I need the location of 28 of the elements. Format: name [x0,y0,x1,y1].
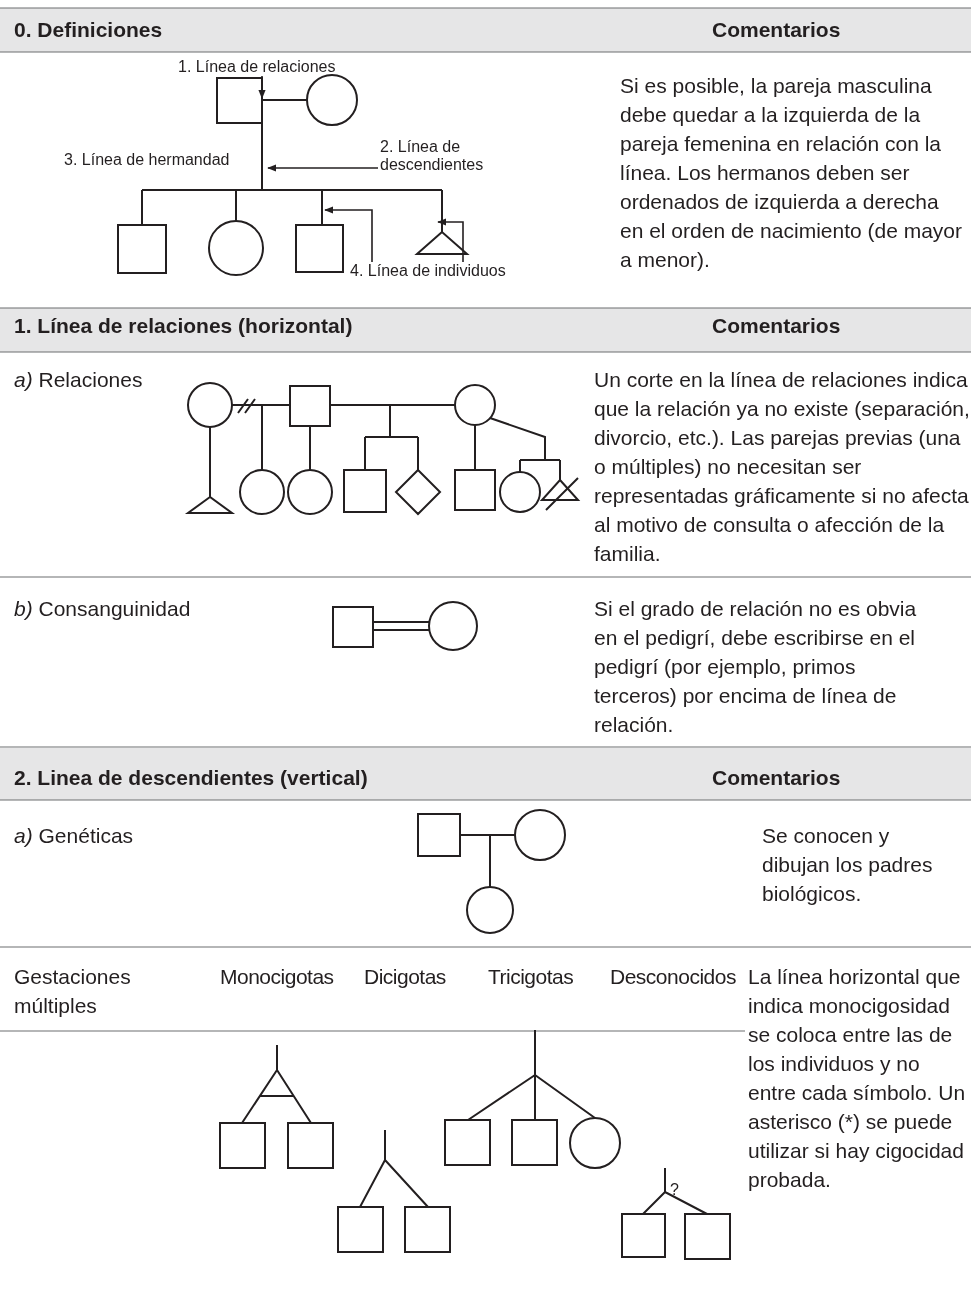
comment-text: La línea horizontal que indica monocigosidad se coloca entre las de los individuos y no entre cada símbolo. Un asterisco (*) se puede utilizar si hay cigocidad probada. [748,964,967,1193]
comment-text: Un corte en la línea de relaciones indica que la relación ya no existe (separación, divorcio, etc.). Las parejas previas (una o múltiples) no necesitan ser representadas gráficamente si no afecta al motivo de consulta o afección de la familia. [594,367,971,567]
leader-arrow [258,75,266,99]
comment-text: Si el grado de relación no es obvia en el pedigrí, debe escribirse en el pedigrí (por ejemplo, primos terceros) por encima de línea de relación. [594,596,918,738]
callout-label: 1. Línea de relaciones [178,58,348,76]
column-header: Monocigotas [220,964,334,990]
column-header: Dicigotas [364,964,446,990]
table-header: 2. Linea de descendientes (vertical) [14,765,368,791]
column-header: Tricigotas [488,964,574,990]
row-label: b) Consanguinidad [14,596,191,622]
callout-label: 2. Línea de descendientes [380,138,498,174]
row-label: a) Genéticas [14,823,134,849]
column-header: Comentarios [712,313,841,339]
leader-arrow [267,164,379,172]
comment-text: Se conocen y dibujan los padres biológicos. [762,823,934,907]
leader-arrow [324,206,373,263]
column-header: Desconocidos [610,964,736,990]
row-label: Gestaciones múltiples [14,964,132,1019]
leader-arrow [437,218,464,263]
column-header: Comentarios [712,765,841,791]
callout-label: 4. Línea de individuos [350,262,522,280]
table-header: 1. Línea de relaciones (horizontal) [14,313,353,339]
row-label: a) Relaciones [14,367,143,393]
column-header: Comentarios [712,17,841,43]
table-header: 0. Definiciones [14,17,163,43]
symbol-label: ? [670,1180,679,1200]
comment-text: Si es posible, la pareja masculina debe quedar a la izquierda de la pareja femenina en relación con la línea. Los hermanos deben ser ordenados de izquierda a derecha en el orden de nacimiento (de mayor a menor). [620,73,964,273]
definition-label: 3. Línea de hermandad [64,150,230,170]
